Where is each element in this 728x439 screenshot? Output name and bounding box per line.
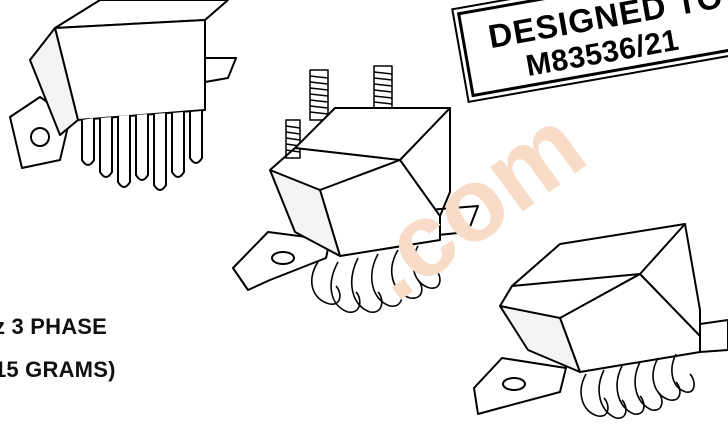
relay-right-side (499, 305, 581, 373)
relay-center-pin (370, 253, 403, 307)
relay-left-side (29, 27, 79, 136)
relay-left-pins (81, 111, 203, 191)
relay-right-pin (616, 365, 645, 415)
relay-right-pin (598, 369, 627, 419)
relay-center-pins (310, 245, 441, 313)
relay-left-pin (99, 117, 113, 178)
relay-left-mount-hole (30, 127, 50, 147)
relay-center-pin (412, 245, 441, 289)
relay-right-mount-hole (502, 377, 526, 391)
relay-right-flange-right (699, 319, 728, 353)
relay-center-pin (390, 249, 423, 299)
relay-right-pin (671, 353, 695, 393)
relay-center-mount-hole (271, 251, 295, 265)
relay-center-pin (350, 257, 383, 313)
relay-right-front (559, 273, 701, 373)
relay-left (9, 0, 237, 191)
relay-right-top (511, 223, 686, 287)
relay-center-pin (310, 261, 341, 305)
relay-center-front (319, 159, 441, 257)
relay-left-pin (117, 115, 131, 188)
relay-left-pin (153, 113, 167, 191)
relay-right-pin (652, 357, 681, 401)
relay-center-pin (330, 261, 361, 313)
relay-left-flange-right (204, 57, 237, 83)
relay-left-front (54, 19, 206, 121)
relay-right-pins (580, 353, 695, 419)
relay-right-pin (580, 373, 609, 417)
relay-left-pin (189, 111, 203, 164)
spec-weight-text: 15 GRAMS) (0, 357, 116, 382)
relay-left-pin (171, 112, 185, 178)
spec-phase-text: z 3 PHASE (0, 314, 108, 339)
relay-right (473, 223, 728, 419)
relay-left-pin (81, 118, 95, 166)
relay-center-side (269, 169, 341, 257)
relay-left-pin (135, 114, 149, 181)
relay-right-pin (634, 361, 663, 411)
relay-center (232, 65, 479, 313)
relay-center-studs (285, 65, 393, 159)
